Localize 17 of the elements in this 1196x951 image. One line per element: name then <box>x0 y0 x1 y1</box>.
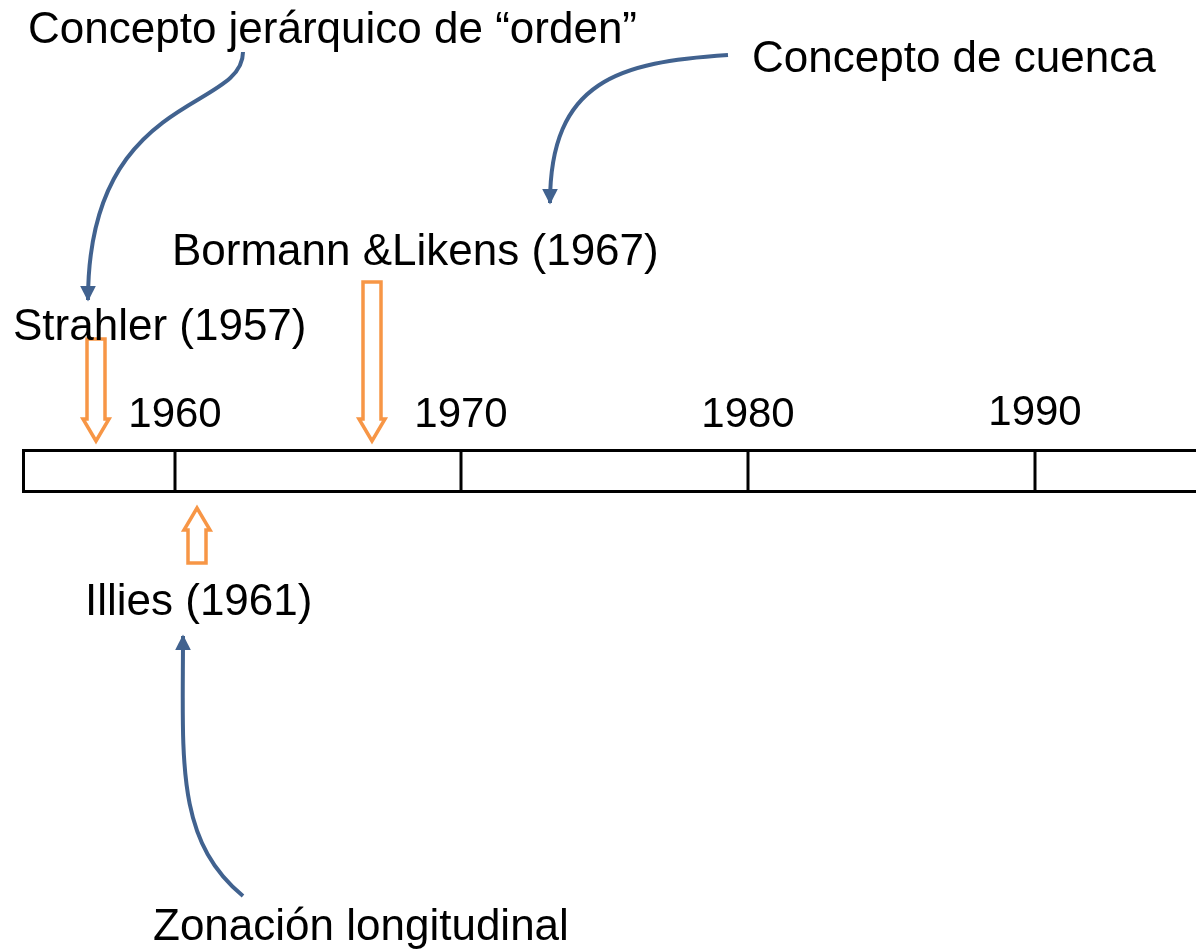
node-label: Zonación longitudinal <box>153 900 569 949</box>
timeline-bar <box>22 449 1196 493</box>
year-label: 1970 <box>414 389 508 437</box>
curved-arrow <box>80 51 245 302</box>
block-arrow <box>355 280 389 445</box>
year-label: 1990 <box>988 387 1082 435</box>
year-label: 1980 <box>701 389 795 437</box>
block-arrow <box>180 504 214 565</box>
node-label: Illies (1961) <box>85 575 313 624</box>
node-label: Bormann &Likens (1967) <box>172 225 659 274</box>
node-label: Concepto de cuenca <box>752 32 1156 81</box>
curved-arrow <box>174 634 245 898</box>
block-arrow <box>79 337 113 445</box>
curved-arrow <box>542 53 729 205</box>
year-label: 1960 <box>128 389 222 437</box>
node-label: Concepto jerárquico de “orden” <box>28 3 638 52</box>
node-label: Strahler (1957) <box>13 300 307 349</box>
